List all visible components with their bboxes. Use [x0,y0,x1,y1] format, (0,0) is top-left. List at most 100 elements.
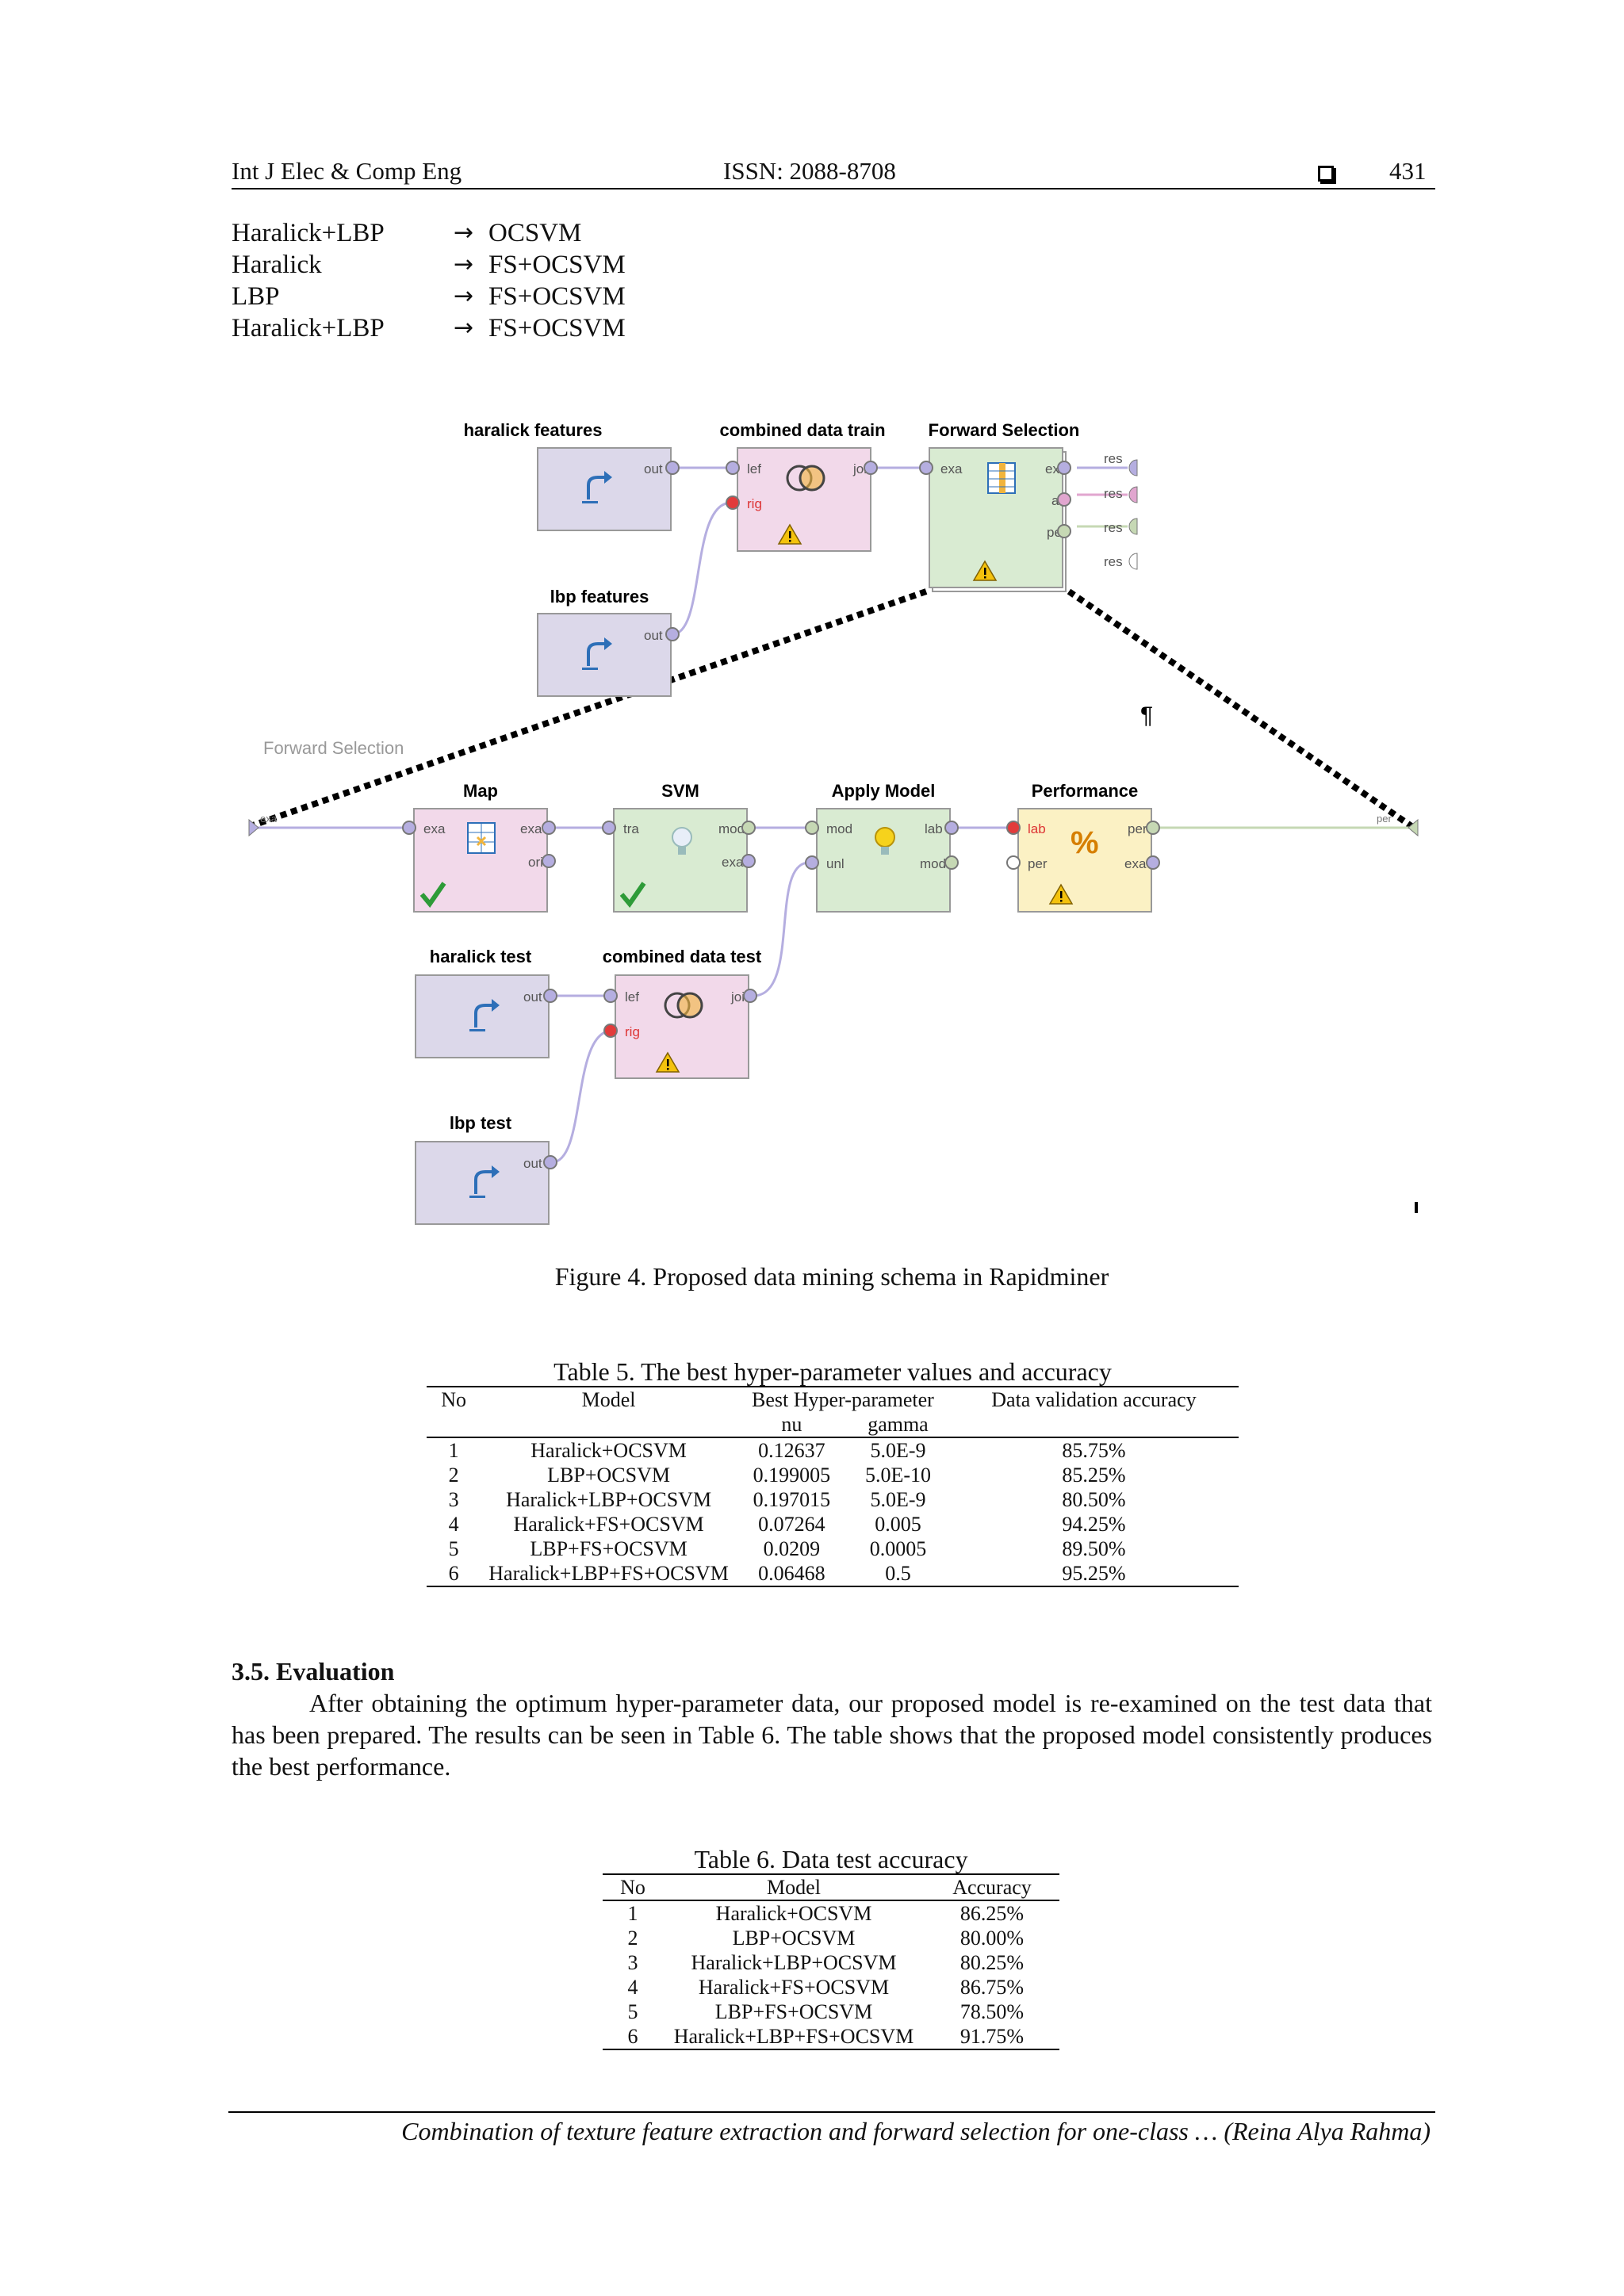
svg-text:haralick features: haralick features [464,420,603,440]
figure-caption: Figure 4. Proposed data mining schema in… [554,1262,1109,1291]
svg-text:lab: lab [925,821,943,836]
check-icon [619,882,646,908]
list-item: LBP→FS+OCSVM [232,282,626,311]
table-header: Model [481,1386,737,1412]
svg-text:exa: exa [1124,856,1147,871]
header-rule [232,188,1435,189]
operator-lbp-test[interactable]: lbp test out [415,1113,557,1225]
section-title: 3.5. Evaluation [232,1657,395,1686]
svg-text:lef: lef [625,989,639,1004]
table-header: Best Hyper-parameter [736,1386,949,1412]
svg-text:exa: exa [940,461,963,476]
svg-text:rig: rig [747,496,762,511]
svg-text:joi: joi [852,461,867,476]
operator-combined-data-test[interactable]: combined data test lef rig joi [603,947,762,1079]
rapidminer-process-figure: Forward Selection ¶ haralick features ou… [246,396,1419,1245]
box-icon [1318,155,1334,187]
svg-text:unl: unl [826,856,845,871]
svg-text:tra: tra [623,821,639,836]
svg-text:lef: lef [747,461,761,476]
svg-text:Performance: Performance [1032,781,1139,801]
running-header-journal: Int J Elec & Comp Eng [232,157,462,185]
svg-text:Apply Model: Apply Model [832,781,936,801]
table-header: Accuracy [925,1873,1059,1901]
table5: No Model Best Hyper-parameter Data valid… [427,1386,1239,1587]
edge-port-right: per [1377,813,1392,825]
lightbulb-icon [672,827,692,855]
warning-icon [777,523,802,545]
operator-haralick-test[interactable]: haralick test out [415,947,557,1058]
svg-text:exa: exa [520,821,542,836]
svg-text:Forward Selection: Forward Selection [929,420,1080,440]
join-icon [664,992,703,1019]
operator-haralick-features[interactable]: haralick features out [464,420,680,531]
svg-text:lbp test: lbp test [450,1113,512,1133]
process-output-ports: res res res res [1104,451,1138,570]
table-header: Data validation accuracy [948,1386,1239,1412]
svg-text:SVM: SVM [661,781,699,801]
warning-icon [1048,883,1074,905]
subprocess-label: Forward Selection [263,738,404,758]
retrieve-icon [469,1165,500,1198]
svg-text:res: res [1104,451,1123,466]
arrow-right-icon: → [454,282,474,310]
retrieve-icon [582,471,612,503]
svg-text:mod: mod [718,821,745,836]
table-header: No [427,1386,481,1412]
svg-text:lbp features: lbp features [550,587,649,607]
operator-combined-data-train[interactable]: combined data train lef rig joi [719,420,886,552]
table6-caption: Table 6. Data test accuracy [694,1845,968,1873]
check-icon [419,882,446,908]
operator-apply-model[interactable]: Apply Model mod unl lab mod [805,781,959,913]
svg-text:out: out [523,989,542,1004]
svg-text:res: res [1104,486,1123,501]
svg-text:Map: Map [463,781,498,801]
join-icon [786,465,825,492]
arrow-right-icon: → [454,314,474,342]
svg-text:per: per [1128,821,1147,836]
page-number: 431 [1389,157,1427,185]
svg-text:mod: mod [920,856,946,871]
svg-text:res: res [1104,520,1123,535]
operator-forward-selection[interactable]: Forward Selection exa exa att per [919,420,1080,592]
svg-text:ori: ori [528,855,543,870]
running-footer: Combination of texture feature extractio… [401,2117,1431,2145]
model-list: Haralick+LBP→OCSVM Haralick→FS+OCSVM LBP… [232,217,626,344]
svg-text:mod: mod [826,821,852,836]
operator-lbp-features[interactable]: lbp features out [537,587,680,697]
operator-map[interactable]: Map exa exa ori [402,781,556,913]
svg-text:lab: lab [1028,821,1046,836]
operator-svm[interactable]: SVM tra mod exa [602,781,756,913]
table-header: nu [736,1412,847,1438]
warning-icon [655,1051,680,1073]
svg-text:haralick test: haralick test [430,947,532,966]
table-header: gamma [846,1412,949,1438]
svg-text:out: out [644,628,663,643]
operator-performance[interactable]: Performance lab per per exa % [1006,781,1160,913]
table-select-icon [987,462,1016,494]
running-header-issn: ISSN: 2088-8708 [723,157,896,185]
percent-icon: % [1071,825,1099,860]
svg-text:exa: exa [722,855,744,870]
pilcrow-mark: ¶ [1140,702,1153,729]
list-item: Haralick+LBP→OCSVM [232,219,582,247]
svg-text:%: % [1071,825,1099,860]
table-header: No [603,1873,663,1901]
footer-rule [228,2111,1435,2113]
svg-text:joi: joi [730,989,745,1004]
svg-text:out: out [644,461,663,476]
lightbulb-icon [875,827,895,855]
arrow-right-icon: → [454,251,474,278]
